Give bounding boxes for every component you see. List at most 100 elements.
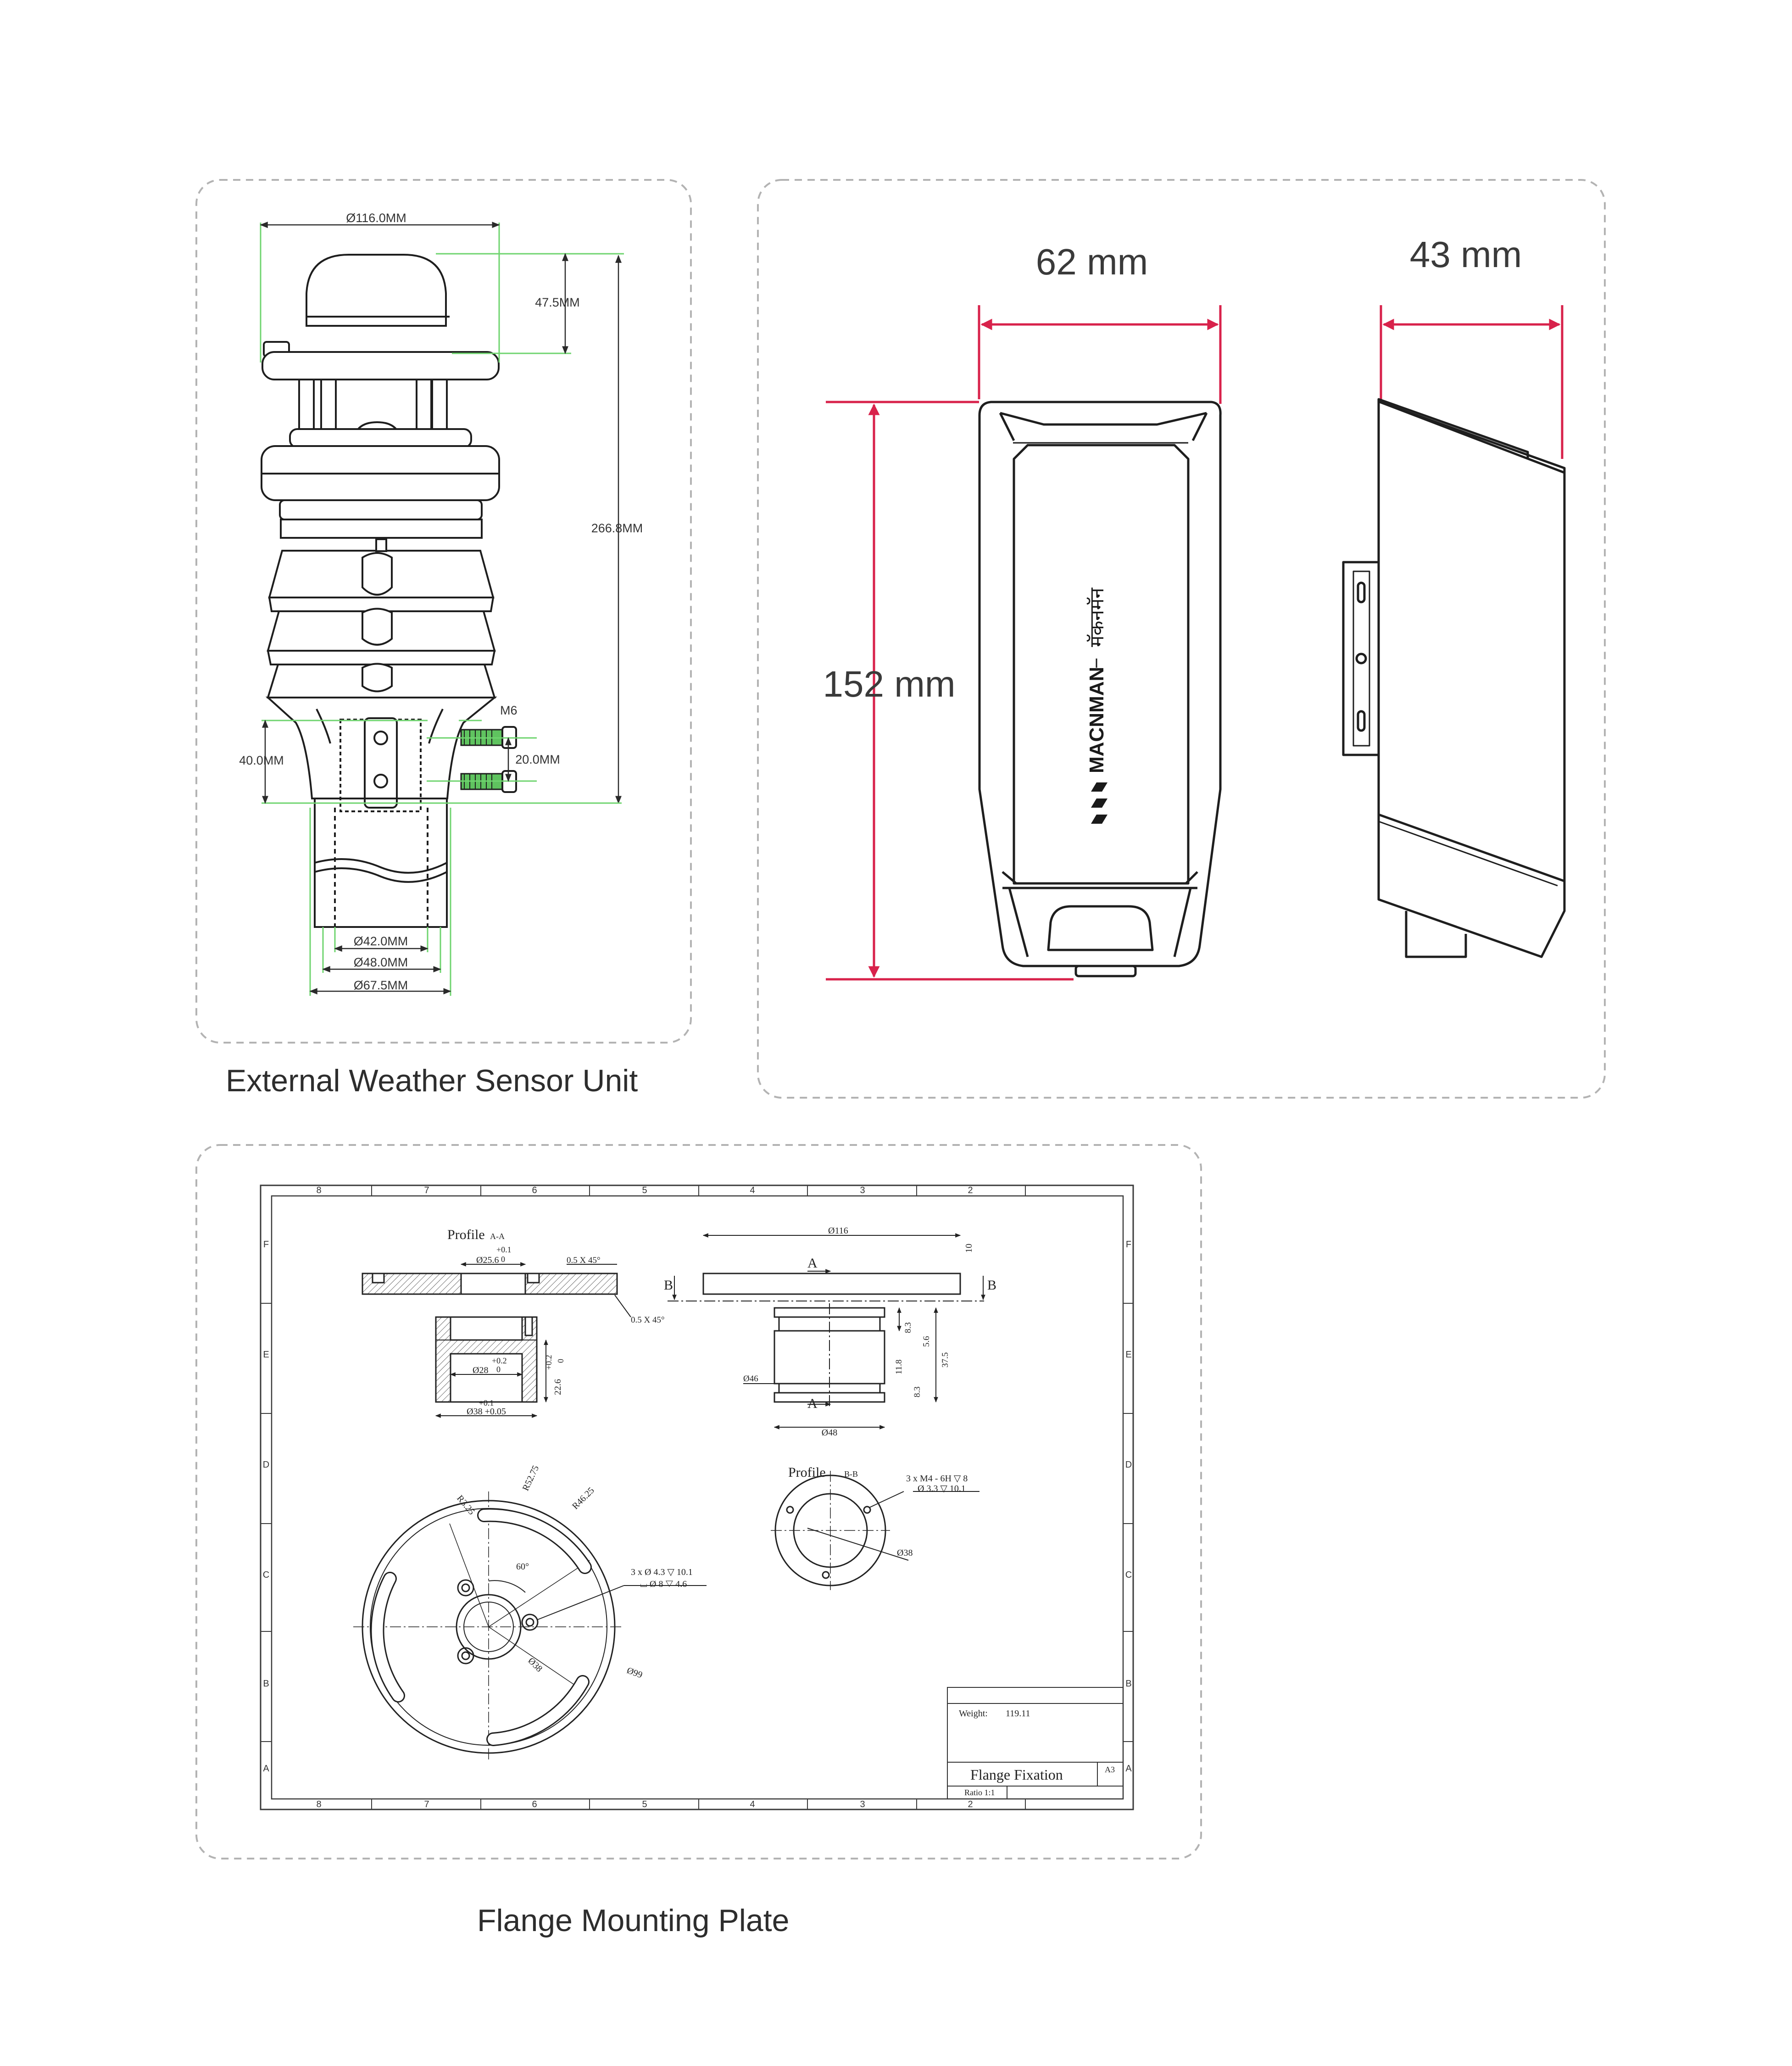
- label-tol-0-b: 0: [496, 1365, 501, 1374]
- label-holes-b1: 3 x M4 - 6H ▽ 8: [906, 1474, 968, 1484]
- label-tol-0-c: 0: [556, 1359, 565, 1363]
- flange-sheet: [260, 1184, 1134, 1810]
- sheet-size: A3: [1105, 1765, 1115, 1774]
- device-dimensions: [826, 305, 1564, 981]
- slash-stripes-logo: [1091, 782, 1107, 824]
- label-holes-b2: Ø 3.3 ▽ 10.1: [918, 1484, 966, 1494]
- zone-col-6-top: 6: [532, 1185, 537, 1195]
- label-tol-02-b: +0.2: [544, 1355, 553, 1370]
- label-r5275: R52.75: [521, 1464, 541, 1492]
- zone-row-b-left: B: [263, 1679, 269, 1689]
- zone-row-f-left: F: [263, 1240, 269, 1250]
- label-chamfer2: 0.5 X 45°: [631, 1315, 665, 1325]
- label-h83b: 8.3: [913, 1386, 922, 1397]
- drawing-ratio: Ratio 1:1: [964, 1788, 995, 1797]
- zone-row-c-right: C: [1125, 1570, 1132, 1580]
- label-tol-01-b: +0.1: [479, 1398, 494, 1407]
- profile-aa-tag: A-A: [490, 1232, 505, 1241]
- zone-col-7-top: 7: [424, 1185, 429, 1195]
- weather-sensor-dimensions: [260, 222, 624, 996]
- zone-col-4-bottom: 4: [750, 1799, 755, 1809]
- device-depth-label: 43 mm: [1410, 234, 1522, 275]
- zone-col-7-bottom: 7: [424, 1799, 429, 1809]
- dim-pipe-d1: Ø42.0MM: [354, 934, 408, 948]
- dim-bracket-height: 40.0MM: [239, 754, 284, 767]
- dim-cap-height: 47.5MM: [535, 296, 580, 309]
- zone-row-e-left: E: [263, 1350, 269, 1360]
- flange-plan-view: [353, 1491, 707, 1762]
- dim-total-height: 266.8MM: [591, 521, 643, 535]
- zone-col-8-top: 8: [316, 1185, 321, 1195]
- profile-aa-view: Profile A-A Ø25.6 +0.1 0 0.5 X 45° 0.5 X…: [362, 1227, 665, 1418]
- zone-col-2-bottom: 2: [968, 1799, 973, 1809]
- device-front-view: [978, 401, 1222, 977]
- zone-row-e-right: E: [1125, 1350, 1131, 1360]
- zone-col-2-top: 2: [968, 1185, 973, 1195]
- label-t10: 10: [964, 1244, 974, 1253]
- dim-base-d: Ø67.5MM: [354, 978, 408, 992]
- zone-col-6-bottom: 6: [532, 1799, 537, 1809]
- label-60deg: 60°: [516, 1562, 529, 1572]
- profile-bb-tag: B-B: [844, 1469, 858, 1479]
- label-h118: 11.8: [894, 1359, 904, 1374]
- label-chamfer1: 0.5 X 45°: [567, 1256, 601, 1265]
- zone-row-b-right: B: [1125, 1679, 1131, 1689]
- label-d25: Ø25.6: [476, 1255, 499, 1265]
- device-side-view: [1342, 398, 1566, 958]
- zone-col-4-top: 4: [750, 1185, 755, 1195]
- device-brand: MACNMAN मॅकनमॅन: [1085, 587, 1108, 824]
- label-d116: Ø116: [828, 1226, 848, 1236]
- flange-zone-labels: 8 7 6 5 4 3 2 8 7 6 5 4 3 2 F E D C B A …: [263, 1185, 1132, 1809]
- section-b-right: B: [987, 1278, 996, 1293]
- label-holes-a2: ⌴ Ø 8 ▽ 4.6: [640, 1579, 687, 1589]
- weight-label: Weight:: [959, 1709, 988, 1719]
- dim-pipe-d2: Ø48.0MM: [354, 955, 408, 969]
- label-d38b: Ø38: [897, 1548, 913, 1558]
- dim-hole-spacing: 20.0MM: [515, 753, 560, 766]
- label-tol-02-a: +0.2: [492, 1356, 507, 1365]
- profile-bb-view: Profile B-B: [771, 1465, 979, 1590]
- device-frame: [757, 179, 1606, 1099]
- weight-value: 119.11: [1006, 1709, 1030, 1719]
- weather-sensor-panel: Ø116.0MM 47.5MM 266.8MM M6 40.0MM 20.0MM…: [195, 179, 692, 1098]
- label-h56: 5.6: [922, 1336, 931, 1347]
- title-block: [947, 1687, 1124, 1799]
- zone-row-a-right: A: [1125, 1764, 1132, 1774]
- device-height-label: 152 mm: [823, 664, 956, 704]
- flange-plan-labels: R3.25 R52.75 R46.25 60° 3 x Ø 4.3 ▽ 10.1…: [455, 1464, 693, 1681]
- weather-sensor-caption: External Weather Sensor Unit: [226, 1063, 638, 1098]
- section-a-bottom: A: [807, 1396, 818, 1411]
- drawing-title: Flange Fixation: [970, 1766, 1063, 1783]
- label-h375: 37.5: [941, 1352, 950, 1368]
- zone-row-a-left: A: [263, 1764, 269, 1774]
- zone-row-d-right: D: [1125, 1460, 1132, 1470]
- dim-screw: M6: [500, 704, 518, 717]
- label-d38a: Ø38: [526, 1656, 544, 1674]
- weather-sensor-frame: [195, 179, 692, 1044]
- profile-aa-title: Profile: [447, 1227, 485, 1242]
- label-h226: 22.6: [553, 1379, 563, 1395]
- zone-col-8-bottom: 8: [316, 1799, 321, 1809]
- flange-caption: Flange Mounting Plate: [477, 1903, 789, 1938]
- zone-row-f-right: F: [1126, 1240, 1131, 1250]
- label-d38tol: Ø38 +0.05: [467, 1407, 506, 1417]
- profile-bb-title: Profile: [788, 1465, 826, 1480]
- label-h83a: 8.3: [903, 1322, 913, 1333]
- weather-sensor-dim-labels: Ø116.0MM 47.5MM 266.8MM M6 40.0MM 20.0MM…: [239, 211, 643, 992]
- flange-frame: [195, 1144, 1202, 1859]
- zone-col-5-top: 5: [642, 1185, 647, 1195]
- label-tol-01-a: +0.1: [496, 1245, 512, 1254]
- label-d28: Ø28: [473, 1365, 488, 1375]
- brand-name: MACNMAN: [1085, 667, 1108, 773]
- zone-col-5-bottom: 5: [642, 1799, 647, 1809]
- label-d46: Ø46: [743, 1374, 758, 1384]
- weather-sensor-drawing: [261, 254, 517, 928]
- zone-row-c-left: C: [263, 1570, 269, 1580]
- label-d99: Ø99: [625, 1665, 644, 1680]
- zone-col-3-top: 3: [860, 1185, 865, 1195]
- label-holes-a1: 3 x Ø 4.3 ▽ 10.1: [631, 1567, 693, 1577]
- flange-side-view: Ø116 10 B B A A 8.3 5.6 11.8 37.5 8.3: [664, 1226, 996, 1438]
- label-d48: Ø48: [822, 1428, 837, 1438]
- dim-top-diameter: Ø116.0MM: [346, 211, 406, 225]
